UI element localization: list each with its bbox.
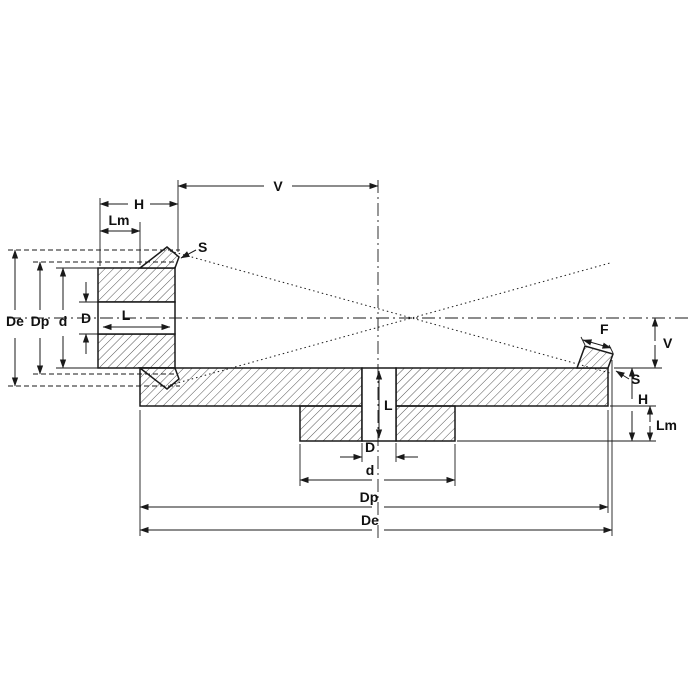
dim-pinion-dp: Dp	[31, 261, 50, 375]
dim-gear-outer-dia: De	[139, 512, 613, 534]
label-pinion-tooth: S	[198, 239, 207, 255]
label-gear-bore: D	[365, 439, 375, 455]
label-pinion-root-dia: d	[59, 313, 68, 329]
ext-gear-tooth-f2	[608, 344, 614, 354]
dim-right-v: V	[651, 317, 673, 369]
label-gear-outer-dia: De	[361, 512, 379, 528]
gear-section	[139, 345, 614, 442]
dim-pinion-lm: Lm	[99, 212, 141, 235]
dim-gear-bore: D	[340, 439, 418, 461]
pinion-body-lower	[97, 333, 176, 369]
label-gear-hub-length: Lm	[656, 417, 677, 433]
gear-hub-right	[395, 405, 456, 442]
label-gear-pitch-dia: Dp	[360, 489, 379, 505]
dim-pinion-de: De	[6, 249, 24, 387]
dim-gear-hub-dia: d	[299, 462, 456, 484]
pinion-top-tooth	[137, 246, 180, 269]
construction-lines	[8, 180, 692, 542]
label-mounting-distance-top: V	[273, 178, 283, 194]
dim-pinion-bore: D	[81, 282, 91, 354]
pitch-cone-line-1	[169, 250, 611, 374]
label-pinion-outer-dia: De	[6, 313, 24, 329]
label-mounting-distance-right: V	[663, 335, 673, 351]
dim-pinion-bore-length: L	[102, 307, 171, 331]
label-gear-face: F	[600, 321, 609, 337]
gear-tooth	[575, 345, 614, 369]
dim-top-v: V	[177, 178, 379, 194]
callout-gear-s: S	[615, 370, 640, 387]
pinion-bottom-tooth	[137, 367, 180, 390]
dim-pinion-d-root: d	[59, 267, 68, 369]
dim-gear-h: H	[628, 367, 648, 442]
gear-rim-right	[395, 367, 609, 407]
callout-pinion-s: S	[180, 239, 207, 259]
gear-hub-left	[299, 405, 363, 442]
label-pinion-bore: D	[81, 310, 91, 326]
dim-pinion-h: H	[99, 196, 179, 212]
dim-gear-bore-length: L	[375, 370, 393, 439]
dim-gear-f: F	[582, 321, 612, 349]
label-gear-hub-dia: d	[366, 462, 375, 478]
dim-gear-lm: Lm	[646, 405, 677, 442]
label-gear-bore-length: L	[384, 397, 393, 413]
ext-gear-tooth-f1	[580, 336, 586, 346]
label-pinion-bore-length: L	[122, 307, 131, 323]
dim-gear-pitch-dia: Dp	[139, 489, 609, 511]
label-gear-width: H	[638, 391, 648, 407]
label-pinion-hub-length: Lm	[109, 212, 130, 228]
label-gear-tooth: S	[631, 371, 640, 387]
pinion-section	[97, 246, 180, 390]
label-pinion-width: H	[134, 196, 144, 212]
pinion-body-upper	[97, 267, 176, 303]
pitch-cone-line-2	[169, 262, 611, 386]
label-pinion-pitch-dia: Dp	[31, 313, 50, 329]
